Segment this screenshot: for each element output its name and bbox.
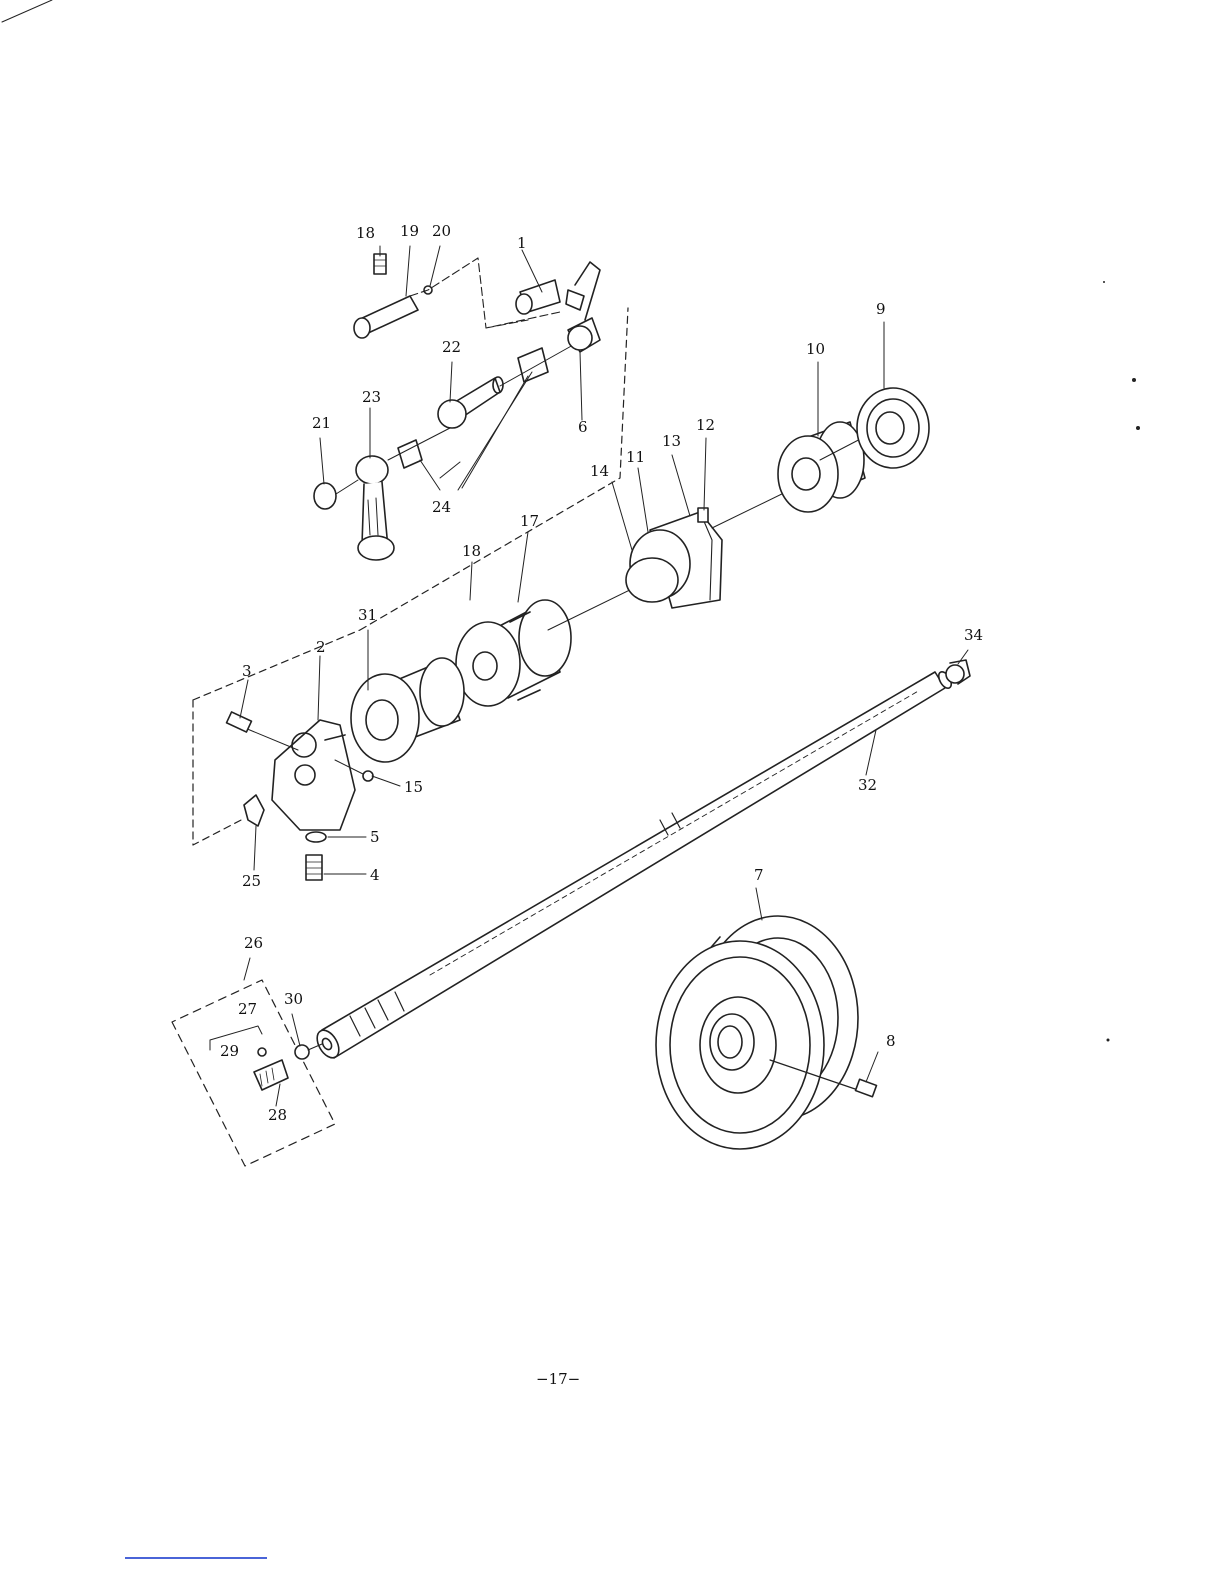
part-label-30: 30 — [284, 992, 303, 1007]
part-label-2: 2 — [316, 640, 326, 655]
part-label-3: 3 — [242, 664, 252, 679]
screw-washer-drawing — [306, 832, 366, 880]
part-label-7: 7 — [754, 868, 764, 883]
part-label-19: 19 — [400, 224, 419, 239]
part-label-14: 14 — [590, 464, 609, 479]
part-label-13: 13 — [662, 434, 681, 449]
part-label-22: 22 — [442, 340, 461, 355]
lever-drawing — [516, 262, 600, 352]
part-label-29: 29 — [220, 1044, 239, 1059]
part-label-17: 17 — [520, 514, 539, 529]
part-label-25: 25 — [242, 874, 261, 889]
part-label-28: 28 — [268, 1108, 287, 1123]
bushing-17-drawing — [456, 584, 642, 706]
part-label-12: 12 — [696, 418, 715, 433]
crank-pin-drawing — [420, 340, 582, 490]
part-label-27: 27 — [238, 1002, 257, 1017]
bushing-10-drawing — [778, 422, 870, 512]
part-label-31: 31 — [358, 608, 377, 623]
part-label-18-upper: 18 — [356, 226, 375, 241]
part-label-5: 5 — [370, 830, 380, 845]
connecting-rod-drawing — [314, 428, 450, 560]
page-number: −17− — [536, 1370, 580, 1388]
part-label-1: 1 — [517, 236, 527, 251]
part-label-8: 8 — [886, 1034, 896, 1049]
part-label-20: 20 — [432, 224, 451, 239]
part-label-6: 6 — [578, 420, 588, 435]
part-label-23: 23 — [362, 390, 381, 405]
bearing-drawing — [857, 388, 929, 468]
corner-mark — [2, 0, 52, 22]
pulley-drawing — [656, 916, 877, 1149]
part-label-34: 34 — [964, 628, 983, 643]
footer-rule — [125, 1557, 267, 1559]
part-label-24: 24 — [432, 500, 451, 515]
part-label-15: 15 — [404, 780, 423, 795]
scan-speckles — [1103, 281, 1140, 1042]
part-label-9: 9 — [876, 302, 886, 317]
part-label-4: 4 — [370, 868, 380, 883]
part-label-10: 10 — [806, 342, 825, 357]
leader-lines — [240, 246, 968, 1106]
part-label-11: 11 — [626, 450, 645, 465]
part-label-26: 26 — [244, 936, 263, 951]
part-label-18-lower: 18 — [462, 544, 481, 559]
part-label-21: 21 — [312, 416, 331, 431]
part-label-32: 32 — [858, 778, 877, 793]
bushing-11-drawing — [626, 490, 790, 608]
